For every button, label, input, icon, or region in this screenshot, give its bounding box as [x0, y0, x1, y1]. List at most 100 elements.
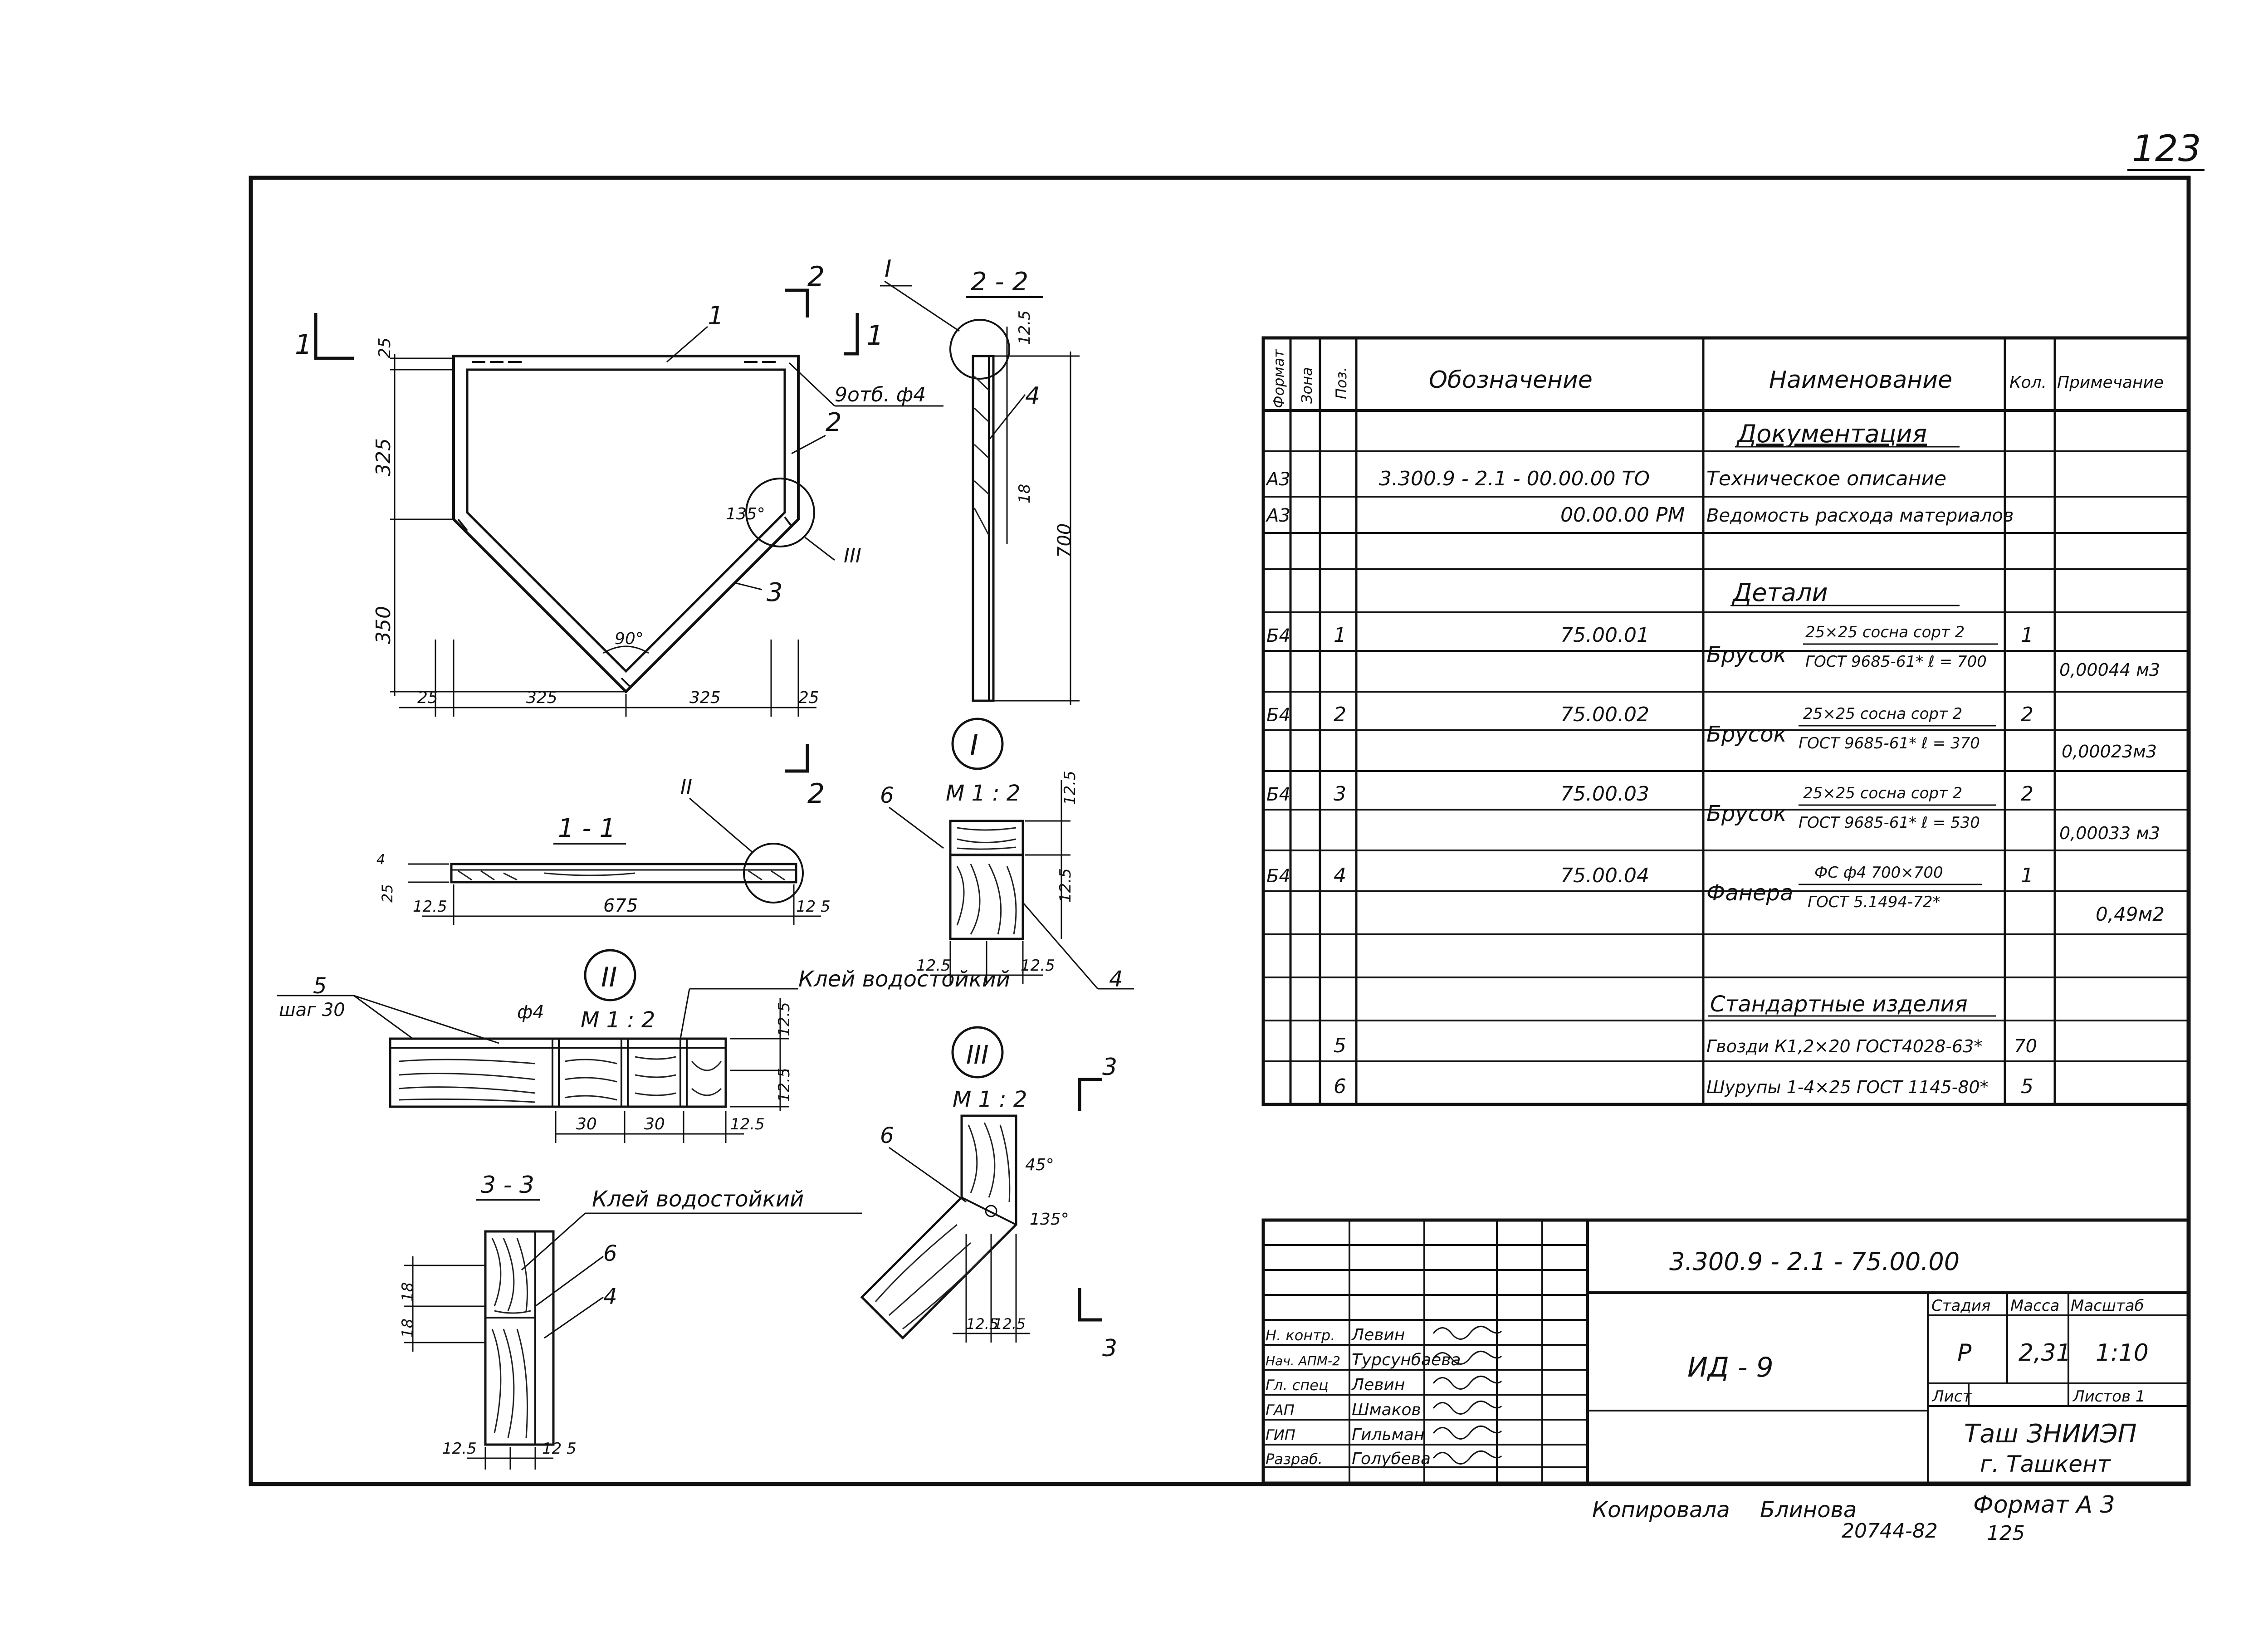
title-block-people-2-name-text: Левин [1351, 1376, 1405, 1394]
views-main-dims-bottom-0-text: 25 [417, 689, 438, 707]
views-main-cut-marks-0-text: 1 [295, 329, 312, 361]
views-section-1-1-dims-0-text: 4 [376, 852, 385, 868]
views-detail-I-mark-text: I [970, 729, 978, 762]
views-detail-I-dims-0-text: 12.5 [1061, 771, 1079, 805]
detail-II: II М 1 : 2 5 шаг 30 ф4 Клей водостойкий [277, 949, 1010, 1143]
views-main-dims-left-1-text: 325 [372, 438, 395, 476]
spec-table-details-1-format-text: Б4 [1266, 705, 1290, 726]
views-detail-II-pos-text: 5 [313, 973, 327, 999]
views-detail-II-glue-text: Клей водостойкий [798, 967, 1010, 992]
spec-table-details-1-name-text: Брусок [1706, 722, 1787, 747]
views-detail-II-phi-text: ф4 [517, 1002, 544, 1023]
spec-table-docs-1-format-text: А3 [1265, 505, 1290, 526]
views-main-dims-bottom-1-text: 325 [526, 689, 557, 707]
frame-inner [466, 368, 786, 673]
spec-table-docs-0-format-text: А3 [1265, 469, 1290, 490]
detail-I: I М 1 : 2 6 4 12.5 12.5 12.5 12.5 [880, 718, 1134, 992]
section-2-2: 2 - 2 I 4 12.5 18 700 [880, 255, 1080, 705]
title-block: 3.300.9 - 2.1 - 75.00.00 ИД - 9 Стадия М… [1261, 1218, 2190, 1485]
title-block-people-0-name-text: Левин [1351, 1326, 1405, 1344]
views-main-dims-left-0-text: 25 [376, 337, 394, 358]
views-section-3-3-dims-2-text: 12.5 [442, 1440, 477, 1458]
spec-table-headers-2-text: Поз. [1333, 367, 1350, 399]
footer-number-text: 20744-82 [1842, 1519, 1938, 1543]
views-detail-II-dims-2-text: 30 [576, 1115, 597, 1133]
spec-table-headers-0-text: Формат [1270, 349, 1287, 408]
section-1-1: 1 - 1 II 4 25 12.5 675 12 5 [376, 776, 831, 925]
title-block-values-mass-text: 2,31 [2019, 1339, 2071, 1367]
views-main-detail-refs-1-text: III [844, 544, 861, 567]
views-detail-III-scale-text: М 1 : 2 [953, 1087, 1027, 1112]
spec-table-details-3-note-text: 0,49м2 [2096, 903, 2165, 925]
views-section-2-2-dims-1-text: 18 [1016, 484, 1034, 503]
views-detail-III-pos-text: 6 [880, 1123, 894, 1148]
spec-table-details-0-name-text: Брусок [1706, 642, 1787, 668]
spec-table-docs-1-designation-text: 00.00.00 РМ [1560, 503, 1685, 527]
spec-table-details-3-line2-text: ГОСТ 5.1494-72* [1808, 893, 1941, 911]
spec-table-details-3-format-text: Б4 [1266, 866, 1290, 887]
spec-table-details-0-line1-text: 25×25 сосна сорт 2 [1805, 623, 1965, 641]
footer-format-label-text: Формат А 3 [1973, 1491, 2115, 1519]
views-main-positions-1-text: 2 [826, 408, 842, 437]
title-block-people-4-name-text: Гильман [1352, 1426, 1424, 1444]
spec-table-details-2-pos-text: 3 [1334, 782, 1346, 806]
views-main-dims-left-2-text: 350 [372, 606, 395, 644]
spec-table-details-3-qty-text: 1 [2021, 864, 2033, 887]
views-section-1-1-dims-1-text: 25 [379, 884, 396, 903]
spec-table-docs-1-name-text: Ведомость расхода материалов [1706, 505, 2014, 526]
spec-table-details-2-format-text: Б4 [1266, 784, 1290, 805]
footer-copier-text: Блинова [1760, 1497, 1857, 1523]
spec-table: Формат Зона Поз. Обозначение Наименовани… [1261, 336, 2190, 1106]
title-block-labels-sheets-text: Листов 1 [2072, 1387, 2145, 1406]
views-main-positions-0-text: 1 [708, 301, 724, 331]
title-block-org-line2-text: г. Ташкент [1980, 1451, 2112, 1477]
sheet-number: 123 [2132, 127, 2201, 170]
views-detail-I-dims-1-text: 12.5 [1056, 868, 1075, 903]
spec-table-standard-0-qty-text: 70 [2014, 1036, 2037, 1057]
spec-table-details-2-line2-text: ГОСТ 9685-61* ℓ = 530 [1799, 814, 1980, 832]
spec-table-docs-0-designation-text: 3.300.9 - 2.1 - 00.00.00 ТО [1379, 467, 1650, 490]
views-detail-III-dims-0-text: 12.5 [966, 1315, 998, 1333]
title-block-people-5-name-text: Голубева [1352, 1450, 1431, 1468]
title-block-values-scale-text: 1:10 [2096, 1339, 2149, 1367]
title-block-people-3-name-text: Шмаков [1352, 1401, 1421, 1419]
views-detail-II-dims-0-text: 12.5 [775, 1002, 793, 1036]
views-detail-I-dims-2-text: 12.5 [916, 957, 951, 975]
views-detail-II-dims-4-text: 12.5 [730, 1115, 765, 1133]
views-detail-II-step-text: шаг 30 [279, 1000, 345, 1021]
spec-table-headers-1-text: Зона [1298, 367, 1315, 404]
title-block-people-0-role-text: Н. контр. [1266, 1327, 1335, 1344]
views-detail-II-scale-text: М 1 : 2 [581, 1007, 655, 1033]
title-block-people-1-name-text: Турсунбаева [1352, 1351, 1461, 1369]
views-section-3-3-title-text: 3 - 3 [481, 1172, 534, 1199]
views-detail-I-pos-0-text: 6 [880, 783, 894, 808]
title-block-labels-stage-text: Стадия [1931, 1297, 1990, 1315]
spec-table-details-1-line1-text: 25×25 сосна сорт 2 [1803, 705, 1962, 723]
views-detail-I-dims-3-text: 12.5 [1021, 957, 1055, 975]
views-main-holes-note-text: 9отб. ф4 [835, 383, 926, 406]
title-block-people-3-role-text: ГАП [1266, 1402, 1295, 1419]
spec-table-sections-details-text: Детали [1732, 578, 1828, 607]
views-main-cut-marks-3-text: 2 [807, 778, 825, 810]
spec-table-details-2-designation-text: 75.00.03 [1560, 782, 1649, 806]
views-detail-I-scale-text: М 1 : 2 [946, 781, 1020, 806]
spec-table-details-2-line1-text: 25×25 сосна сорт 2 [1803, 784, 1962, 802]
spec-table-details-0-note-text: 0,00044 м3 [2059, 660, 2160, 680]
views-section-1-1-dims-2-text: 12.5 [413, 898, 447, 916]
main-view: 1 2 1 2 1 2 3 9отб. ф4 135° [295, 261, 943, 810]
views-section-2-2-pos-text: 4 [1025, 382, 1040, 410]
views-detail-II-mark-text: II [601, 962, 617, 993]
spec-table-details-1-pos-text: 2 [1334, 703, 1346, 726]
spec-table-headers-6-text: Примечание [2057, 373, 2164, 392]
title-block-labels-mass-text: Масса [2010, 1297, 2059, 1315]
views-section-1-1-title-text: 1 - 1 [558, 814, 616, 843]
spec-table-details-2-note-text: 0,00033 м3 [2059, 823, 2160, 843]
title-block-labels-sheet-text: Лист [1931, 1387, 1972, 1406]
views-detail-III-mark-text: III [966, 1040, 989, 1070]
views-detail-III-dims-1-text: 12.5 [993, 1315, 1026, 1333]
spec-table-details-1-line2-text: ГОСТ 9685-61* ℓ = 370 [1799, 734, 1980, 752]
spec-table-standard-1-pos-text: 6 [1334, 1075, 1346, 1098]
views-section-2-2-title-text: 2 - 2 [971, 267, 1028, 297]
spec-table-details-3-pos-text: 4 [1334, 864, 1346, 887]
